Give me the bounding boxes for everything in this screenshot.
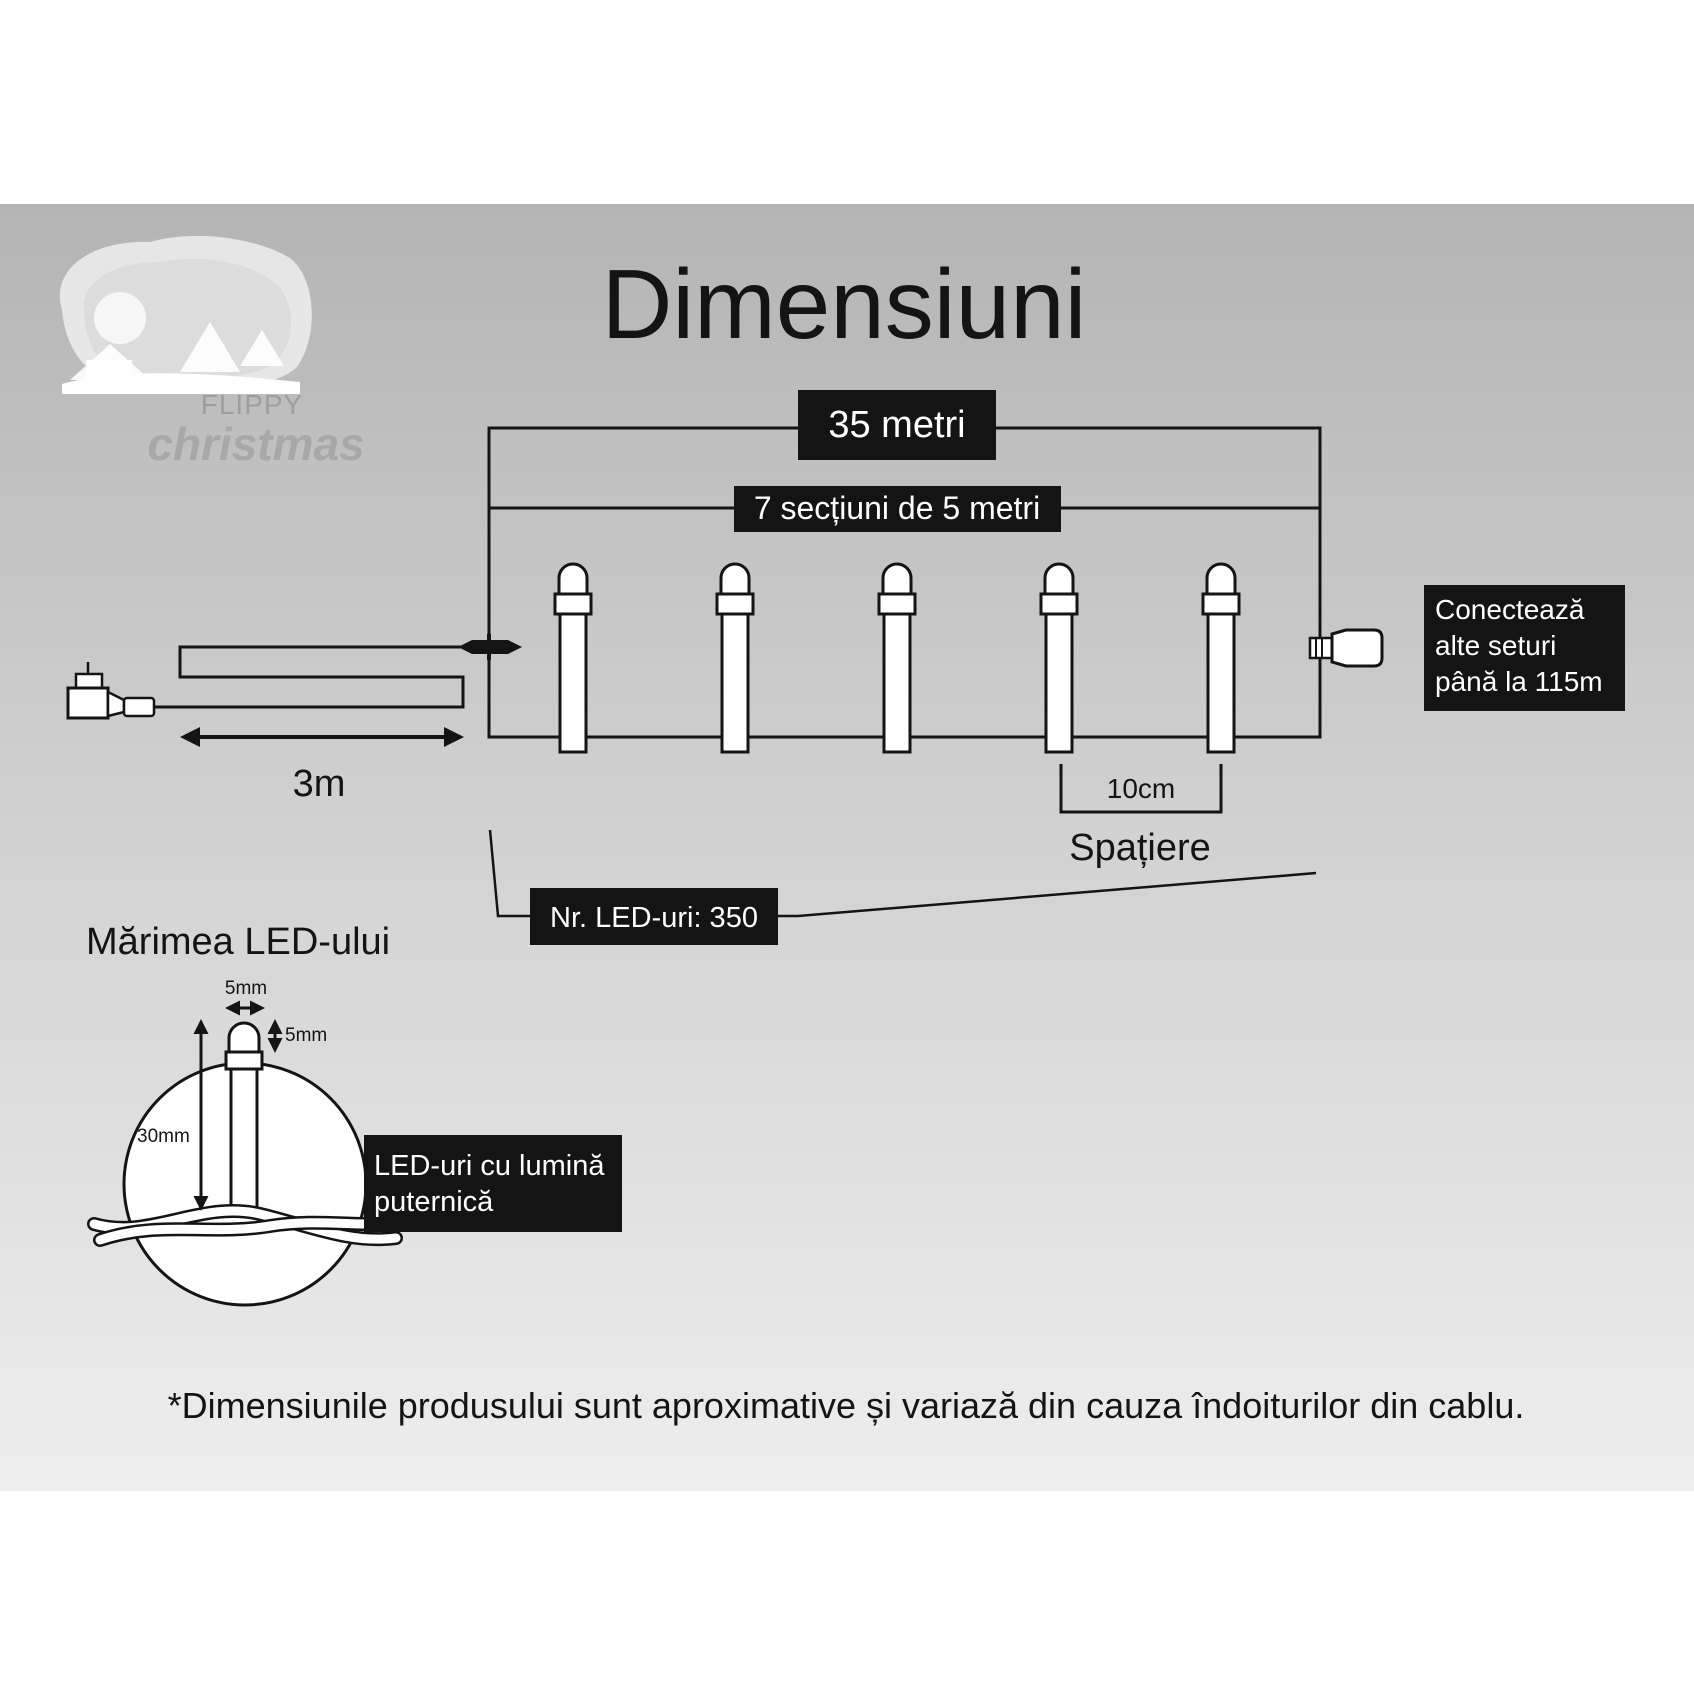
led-height-label: 5mm [285, 1025, 327, 1046]
led-bulb-2 [715, 562, 755, 754]
end-connector-icon [1308, 628, 1384, 668]
lead-cable-length-label: 3m [293, 763, 346, 805]
spacing-bracket [1059, 764, 1223, 814]
bright-led-badge: LED-uri cu lumină puternică [364, 1135, 622, 1232]
led-count-badge: Nr. LED-uri: 350 [530, 888, 778, 945]
bright-led-line-2: puternică [374, 1186, 494, 1218]
led-bulb-3 [877, 562, 917, 754]
power-adapter-icon [66, 662, 156, 720]
logo-text-flippy: FLIPPY [201, 389, 303, 420]
led-length-label: 30mm [137, 1126, 190, 1147]
twisted-cable [87, 1203, 403, 1247]
connect-badge: Conectează alte seturi până la 115m [1424, 585, 1625, 711]
led-count-leader-right [778, 871, 1317, 918]
connect-line-1: Conectează [1435, 594, 1585, 625]
logo-text-christmas: christmas [147, 418, 364, 470]
sections-badge: 7 secțiuni de 5 metri [734, 486, 1061, 532]
led-width-label: 5mm [225, 978, 267, 999]
led-bulb-4 [1039, 562, 1079, 754]
lead-cable [154, 645, 466, 709]
led-bulb-1 [553, 562, 593, 754]
led-size-title: Mărimea LED-ului [86, 921, 390, 963]
cable-joint-icon [458, 634, 522, 660]
led-detail-bulb [224, 1021, 264, 1216]
connect-line-3: până la 115m [1435, 666, 1603, 697]
total-length-badge: 35 metri [798, 390, 996, 460]
footnote: *Dimensiunile produsului sunt aproximati… [168, 1385, 1525, 1426]
spacing-label: Spațiere [1069, 827, 1211, 869]
sections-label: 7 secțiuni de 5 metri [754, 490, 1040, 526]
spacing-value-label: 10cm [1107, 773, 1175, 804]
bright-led-line-1: LED-uri cu lumină [374, 1150, 605, 1182]
led-count-label: Nr. LED-uri: 350 [550, 902, 758, 934]
connect-line-2: alte seturi [1435, 630, 1556, 661]
brand-logo: FLIPPY christmas [59, 235, 365, 470]
led-bulb-5 [1201, 562, 1241, 754]
total-length-label: 35 metri [828, 404, 965, 446]
page-title: Dimensiuni [602, 249, 1087, 359]
led-count-leader-left [488, 829, 530, 918]
